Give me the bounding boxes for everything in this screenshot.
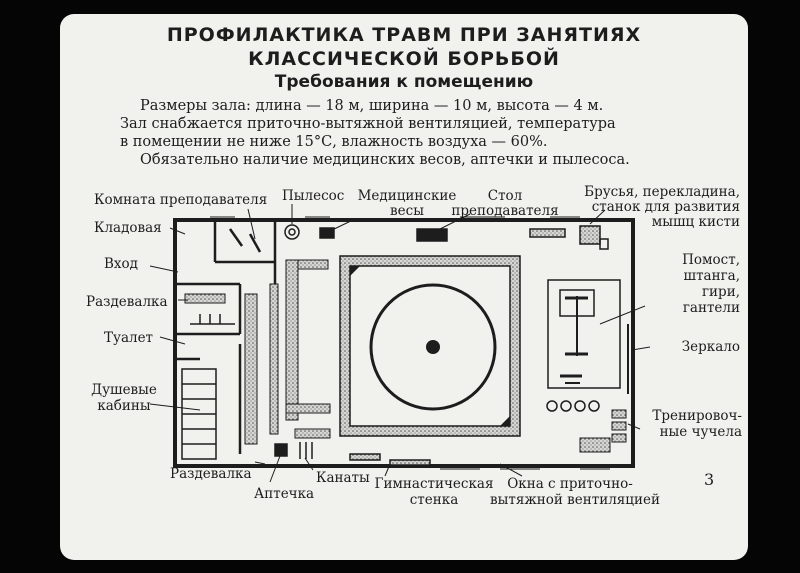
toilet-stalls	[190, 314, 235, 325]
top-equipment	[284, 224, 609, 250]
slide: ПРОФИЛАКТИКА ТРАВМ ПРИ ЗАНЯТИЯХ КЛАССИЧЕ…	[60, 14, 748, 560]
dummies	[579, 409, 627, 453]
subtitle: Требования к помещению	[274, 72, 534, 92]
label-mirror: Зеркало	[681, 339, 740, 355]
title-line-1: ПРОФИЛАКТИКА ТРАВМ ПРИ ЗАНЯТИЯХ	[166, 24, 642, 46]
label-entrance: Вход	[104, 256, 138, 272]
outer-walls	[173, 218, 635, 468]
benches	[184, 259, 331, 445]
label-platform-3: гири,	[701, 284, 740, 300]
label-showers-2: кабины	[97, 398, 151, 414]
label-ropes: Канаты	[316, 470, 370, 486]
requirement-3: в помещении не ниже 15°С, влажность возд…	[120, 134, 548, 150]
window-marks	[210, 216, 610, 470]
label-desk-2: преподавателя	[451, 203, 559, 219]
label-vacuum: Пылесос	[282, 188, 345, 204]
label-bars-3: мышц кисти	[651, 214, 740, 230]
service-rooms	[175, 220, 277, 454]
requirement-2: Зал снабжается приточно-вытяжной вентиля…	[120, 116, 616, 132]
label-scales-1: Медицинские	[357, 188, 457, 204]
bottom-equipment	[274, 442, 431, 466]
requirement-4: Обязательно наличие медицинских весов, а…	[140, 152, 630, 168]
shower-stalls	[181, 368, 217, 460]
weight-platform	[547, 279, 621, 389]
label-showers-1: Душевые	[91, 382, 157, 398]
floor-plan	[149, 204, 651, 483]
label-desk-1: Стол	[487, 188, 523, 204]
label-locker-2: Раздевалка	[170, 466, 252, 482]
label-dummies-2: ные чучела	[659, 424, 742, 440]
label-teacher-room: Комната преподавателя	[94, 192, 268, 208]
label-platform-2: штанга,	[683, 268, 740, 284]
requirement-1: Размеры зала: длина — 18 м, ширина — 10 …	[140, 98, 604, 114]
label-first-aid: Аптечка	[254, 486, 315, 502]
label-wall-bars-2: стенка	[409, 492, 459, 508]
label-dummies-1: Тренировоч-	[652, 408, 742, 424]
leader-lines	[149, 204, 651, 483]
label-bars-1: Брусья, перекладина,	[584, 184, 740, 200]
kettlebells	[546, 400, 600, 412]
label-locker-1: Раздевалка	[86, 294, 168, 310]
label-windows-1: Окна с приточно-	[507, 476, 633, 492]
label-bars-2: станок для развития	[591, 199, 740, 215]
label-scales-2: весы	[390, 203, 424, 219]
page-number: 3	[704, 470, 715, 489]
label-storage: Кладовая	[94, 220, 162, 236]
label-windows-2: вытяжной вентиляцией	[490, 492, 660, 508]
title-line-2: КЛАССИЧЕСКОЙ БОРЬБОЙ	[248, 48, 560, 70]
label-toilet: Туалет	[104, 330, 154, 346]
wrestling-mat	[339, 255, 521, 437]
label-platform-1: Помост,	[682, 252, 740, 268]
label-platform-4: гантели	[682, 300, 740, 316]
label-wall-bars-1: Гимнастическая	[374, 476, 494, 492]
